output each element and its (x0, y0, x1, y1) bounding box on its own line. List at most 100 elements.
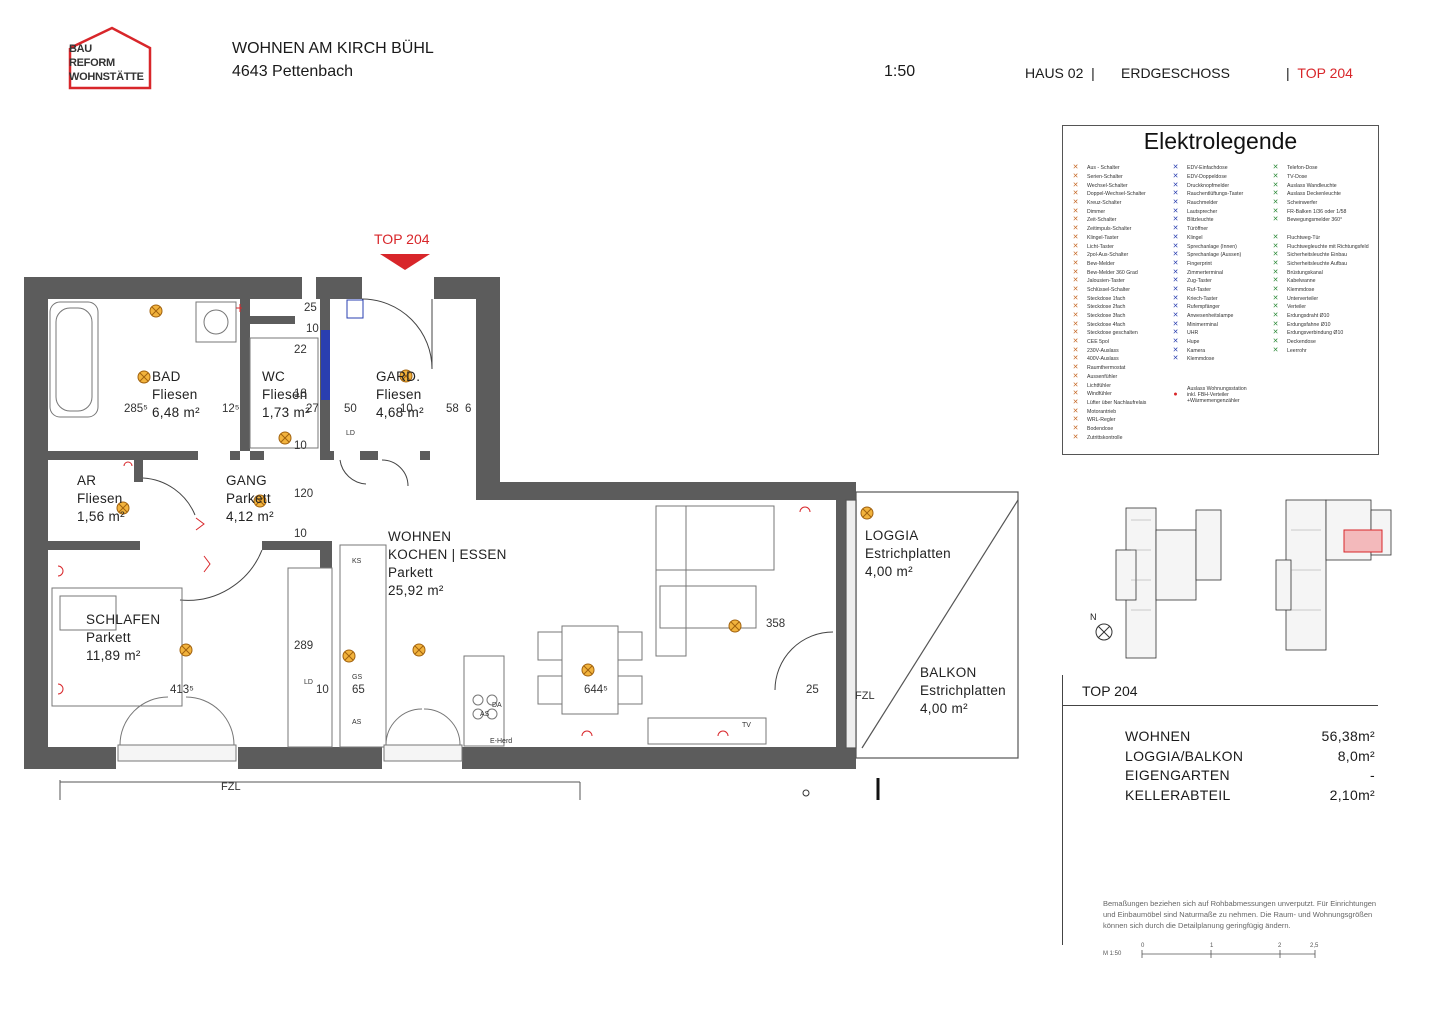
legend-item: ✕Auslass Wandleuchte (1271, 181, 1369, 190)
scale-bar (1141, 950, 1316, 958)
legend-item: ✕Klemmdose (1171, 355, 1257, 364)
dim-label: 10 (316, 684, 329, 696)
legend-symbol-icon: ✕ (1172, 216, 1179, 224)
legend-item-label: Klingel-Taster (1087, 234, 1119, 241)
legend-item: ✕Deckendose (1271, 338, 1369, 347)
legend-symbol-icon: ✕ (1072, 424, 1079, 432)
legend-item: ✕Sicherheitsleuchte Einbau (1271, 251, 1369, 260)
legend-symbol-icon: ✕ (1172, 312, 1179, 320)
legend-item: ✕ Windfühler (1071, 390, 1146, 399)
legend-symbol-icon: ✕ (1072, 346, 1079, 354)
area-table-header: TOP 204 (1062, 675, 1378, 945)
legend-item-label: Bew-Melder (1087, 260, 1115, 267)
north-label: N (1090, 612, 1097, 622)
legend-item: ✕Rufempfänger (1171, 303, 1257, 312)
legend-item (1171, 364, 1257, 373)
legend-symbol-icon: ✕ (1072, 433, 1079, 441)
legend-symbol-icon: ✕ (1172, 329, 1179, 337)
entrance-arrow-icon (380, 254, 430, 270)
legend-symbol-icon: ✕ (1072, 390, 1079, 398)
scale-tick: 2 (1278, 943, 1282, 949)
dim-label: 10 (294, 528, 307, 540)
dim-label: 25 (806, 684, 819, 696)
legend-symbol-icon: ✕ (1072, 285, 1079, 293)
as-label: AS (352, 719, 362, 726)
legend-symbol-icon: ✕ (1272, 216, 1279, 224)
legend-symbol-icon: ✕ (1272, 338, 1279, 346)
legend-item: ✕Dimmer (1071, 207, 1146, 216)
legend-item-label: Motorantrieb (1087, 408, 1117, 415)
dim-label: 644⁵ (584, 684, 608, 696)
legend-symbol-icon: ✕ (1072, 294, 1079, 302)
legend-item: ✕Bew-Melder 360 Grad (1071, 268, 1146, 277)
legend-symbol-icon: ✕ (1172, 259, 1179, 267)
legend-item-label: CEE 5pol (1087, 339, 1109, 346)
legend-symbol-icon: ✕ (1272, 294, 1279, 302)
fzl-bottom-label: FZL (221, 781, 241, 793)
legend-item-label: Windfühler (1087, 391, 1112, 398)
legend-item: ✕Zeit-Schalter (1071, 216, 1146, 225)
legend-item: ✕EDV-Einfachdose (1171, 164, 1257, 173)
legend-item: ✕Türöffner (1171, 225, 1257, 234)
legend-item-label: Minimerminal (1187, 321, 1218, 328)
legend-item: ✕Hupe (1171, 338, 1257, 347)
legend-symbol-icon (1171, 374, 1180, 380)
legend-item-label: Rauchmelder (1187, 200, 1218, 207)
legend-item-label: Wechsel-Schalter (1087, 182, 1128, 189)
legend-column-3: ✕Telefon-Dose✕TV-Dose✕Auslass Wandleucht… (1271, 164, 1369, 355)
legend-symbol-icon: ✕ (1072, 225, 1079, 233)
legend-item-label: Brüstungskanal (1287, 269, 1323, 276)
legend-item: ✕Bodendose (1071, 425, 1146, 434)
ceiling-light-icons (116, 304, 874, 677)
logo-text: BAU REFORM WOHNSTÄTTE (69, 43, 144, 83)
legend-item: ✕Ruf-Taster (1171, 286, 1257, 295)
legend-title: Elektrolegende (1143, 128, 1298, 154)
legend-item: ✕Kamera (1171, 346, 1257, 355)
legend-item: ✕Auslass Deckenleuchte (1271, 190, 1369, 199)
legend-item-label: Rauchentlüftungs-Taster (1187, 191, 1244, 198)
legend-item-label: Sprechanlage (Innen) (1187, 243, 1237, 250)
legend-item-label: Kreuz-Schalter (1087, 200, 1122, 207)
legend-symbol-icon: ✕ (1072, 303, 1079, 311)
legend-symbol-icon: ✕ (1072, 268, 1079, 276)
legend-item-label: Steckdose 1fach (1087, 295, 1126, 302)
legend-item-label: Kamera (1187, 347, 1206, 354)
legend-item-label: Anwesenheitslampe (1187, 313, 1234, 320)
legend-symbol-icon: ✕ (1072, 207, 1079, 215)
legend-item: ✕CEE 5pol (1071, 338, 1146, 347)
legend-symbol-icon: ✕ (1172, 268, 1179, 276)
legend-item: ✕2pol-Aus-Schalter (1071, 251, 1146, 260)
dim-label: 120 (294, 488, 314, 500)
legend-symbol-icon: ✕ (1072, 259, 1079, 267)
legend-item-label: Lüfter über Nachlaufrelais (1087, 399, 1147, 406)
legend-symbol-icon: ✕ (1072, 251, 1079, 259)
legend-item: ✕Steckdose geschalten (1071, 329, 1146, 338)
dim-label: 18 (294, 388, 307, 400)
legend-item-label: Hupe (1187, 339, 1200, 346)
legend-item: ✕TV-Dose (1271, 173, 1369, 182)
legend-item: ✕Unterverteiler (1271, 294, 1369, 303)
legend-item: ✕Steckdose 2fach (1071, 303, 1146, 312)
logo-graphic (68, 26, 152, 90)
scale-label: 1:50 (884, 63, 916, 80)
legend-item: ✕ Sprechanlage (Innen) (1171, 242, 1257, 251)
legend-item: ✕Klingel (1171, 234, 1257, 243)
legend-symbol-icon: ✕ (1172, 173, 1179, 181)
dim-label: 25 (304, 302, 317, 314)
legend-item-label: Erdungsdraht Ø10 (1287, 313, 1330, 320)
legend-item-label: WRL-Regler (1087, 417, 1116, 424)
door-swings (142, 298, 834, 691)
legend-symbol-icon: ✕ (1172, 242, 1179, 250)
dim-label: 58 (446, 403, 459, 415)
legend-item-label: Zeit-Schalter (1087, 217, 1117, 224)
legend-item: ✕ Steckdose 1fach (1071, 294, 1146, 303)
legend-symbol-icon: ✕ (1172, 294, 1179, 302)
legend-item-label: Steckdose 4fach (1087, 321, 1126, 328)
legend-item: ✕Rauchentlüftungs-Taster (1171, 190, 1257, 199)
legend-symbol-icon: ✕ (1072, 364, 1079, 372)
legend-symbol-icon: ✕ (1272, 259, 1279, 267)
legend-symbol-icon: ✕ (1172, 199, 1179, 207)
project-title: WOHNEN AM KIRCH BÜHL (232, 40, 434, 57)
legend-item-label: Verteiler (1287, 304, 1307, 311)
